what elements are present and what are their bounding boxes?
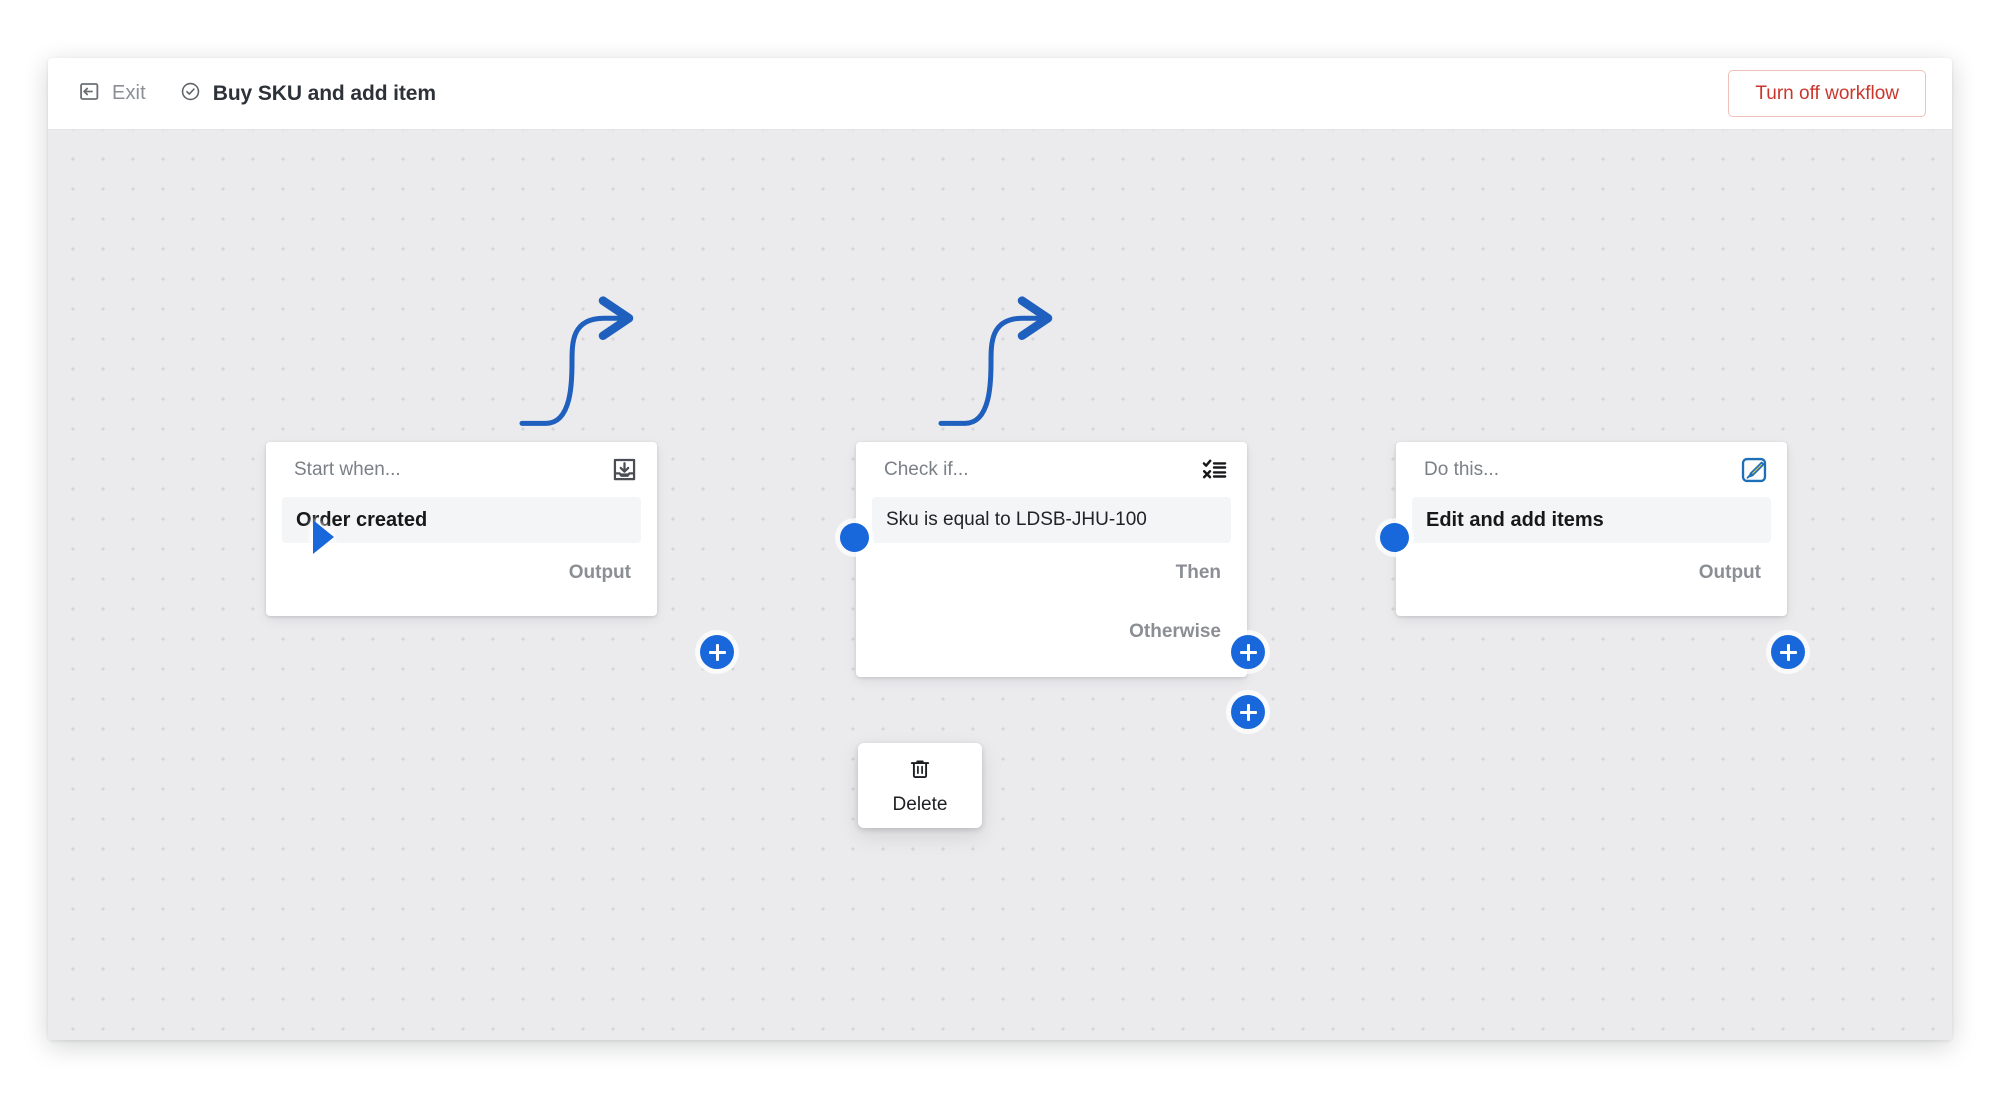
node-content-chip[interactable]: Edit and add items	[1412, 497, 1771, 543]
node-header-label: Start when...	[294, 458, 401, 480]
input-port-condition[interactable]	[840, 523, 869, 552]
check-circle-icon	[180, 81, 201, 107]
port-label-otherwise: Otherwise	[1129, 621, 1221, 642]
context-menu[interactable]: Delete	[858, 743, 982, 828]
node-header-label: Do this...	[1424, 458, 1499, 480]
edit-pencil-icon	[1739, 455, 1769, 485]
node-content-text: Sku is equal to LDSB-JHU-100	[886, 509, 1147, 530]
context-menu-item-delete[interactable]: Delete	[892, 794, 948, 815]
workflow-title-group: Buy SKU and add item	[180, 81, 436, 107]
node-content-chip[interactable]: Order created	[282, 497, 641, 543]
exit-button[interactable]: Exit	[72, 76, 152, 112]
output-port-trigger[interactable]	[700, 635, 734, 669]
output-port-action[interactable]	[1771, 635, 1805, 669]
node-content-text: Edit and add items	[1426, 508, 1604, 531]
node-header: Check if...	[856, 442, 1247, 497]
turn-off-workflow-button[interactable]: Turn off workflow	[1728, 70, 1926, 117]
connector-condition-to-action	[938, 296, 1053, 426]
port-label-output: Output	[568, 562, 631, 583]
workflow-editor-window: Exit Buy SKU and add item Turn off workf…	[48, 58, 1952, 1040]
checklist-icon	[1199, 455, 1229, 485]
node-port-row-then: Then	[856, 543, 1247, 603]
node-header-label: Check if...	[884, 458, 969, 480]
editor-toolbar: Exit Buy SKU and add item Turn off workf…	[48, 58, 1952, 130]
node-content-chip[interactable]: Sku is equal to LDSB-JHU-100	[872, 497, 1231, 543]
workflow-canvas[interactable]: Start when... Order created Output	[48, 130, 1952, 1040]
output-port-otherwise[interactable]	[1231, 695, 1265, 729]
port-label-output: Output	[1698, 562, 1761, 583]
exit-arrow-icon	[78, 80, 101, 108]
node-check-if[interactable]: Check if... Sku is equal to LDSB-JHU-100…	[856, 442, 1247, 677]
node-header: Start when...	[266, 442, 657, 497]
start-trigger-marker[interactable]	[313, 520, 334, 554]
node-port-row: Output	[1396, 543, 1787, 603]
trash-icon	[908, 757, 932, 786]
page-title: Buy SKU and add item	[212, 81, 436, 105]
node-port-row-otherwise: Otherwise	[856, 603, 1247, 661]
exit-label: Exit	[112, 82, 146, 104]
output-port-then[interactable]	[1231, 635, 1265, 669]
input-port-action[interactable]	[1380, 523, 1409, 552]
node-port-row: Output	[266, 543, 657, 603]
node-header: Do this...	[1396, 442, 1787, 497]
inbox-download-icon	[609, 455, 639, 485]
node-do-this[interactable]: Do this... Edit and add items Output	[1396, 442, 1787, 616]
port-label-then: Then	[1175, 562, 1221, 583]
node-start-when[interactable]: Start when... Order created Output	[266, 442, 657, 616]
connector-trigger-to-condition	[519, 296, 634, 426]
